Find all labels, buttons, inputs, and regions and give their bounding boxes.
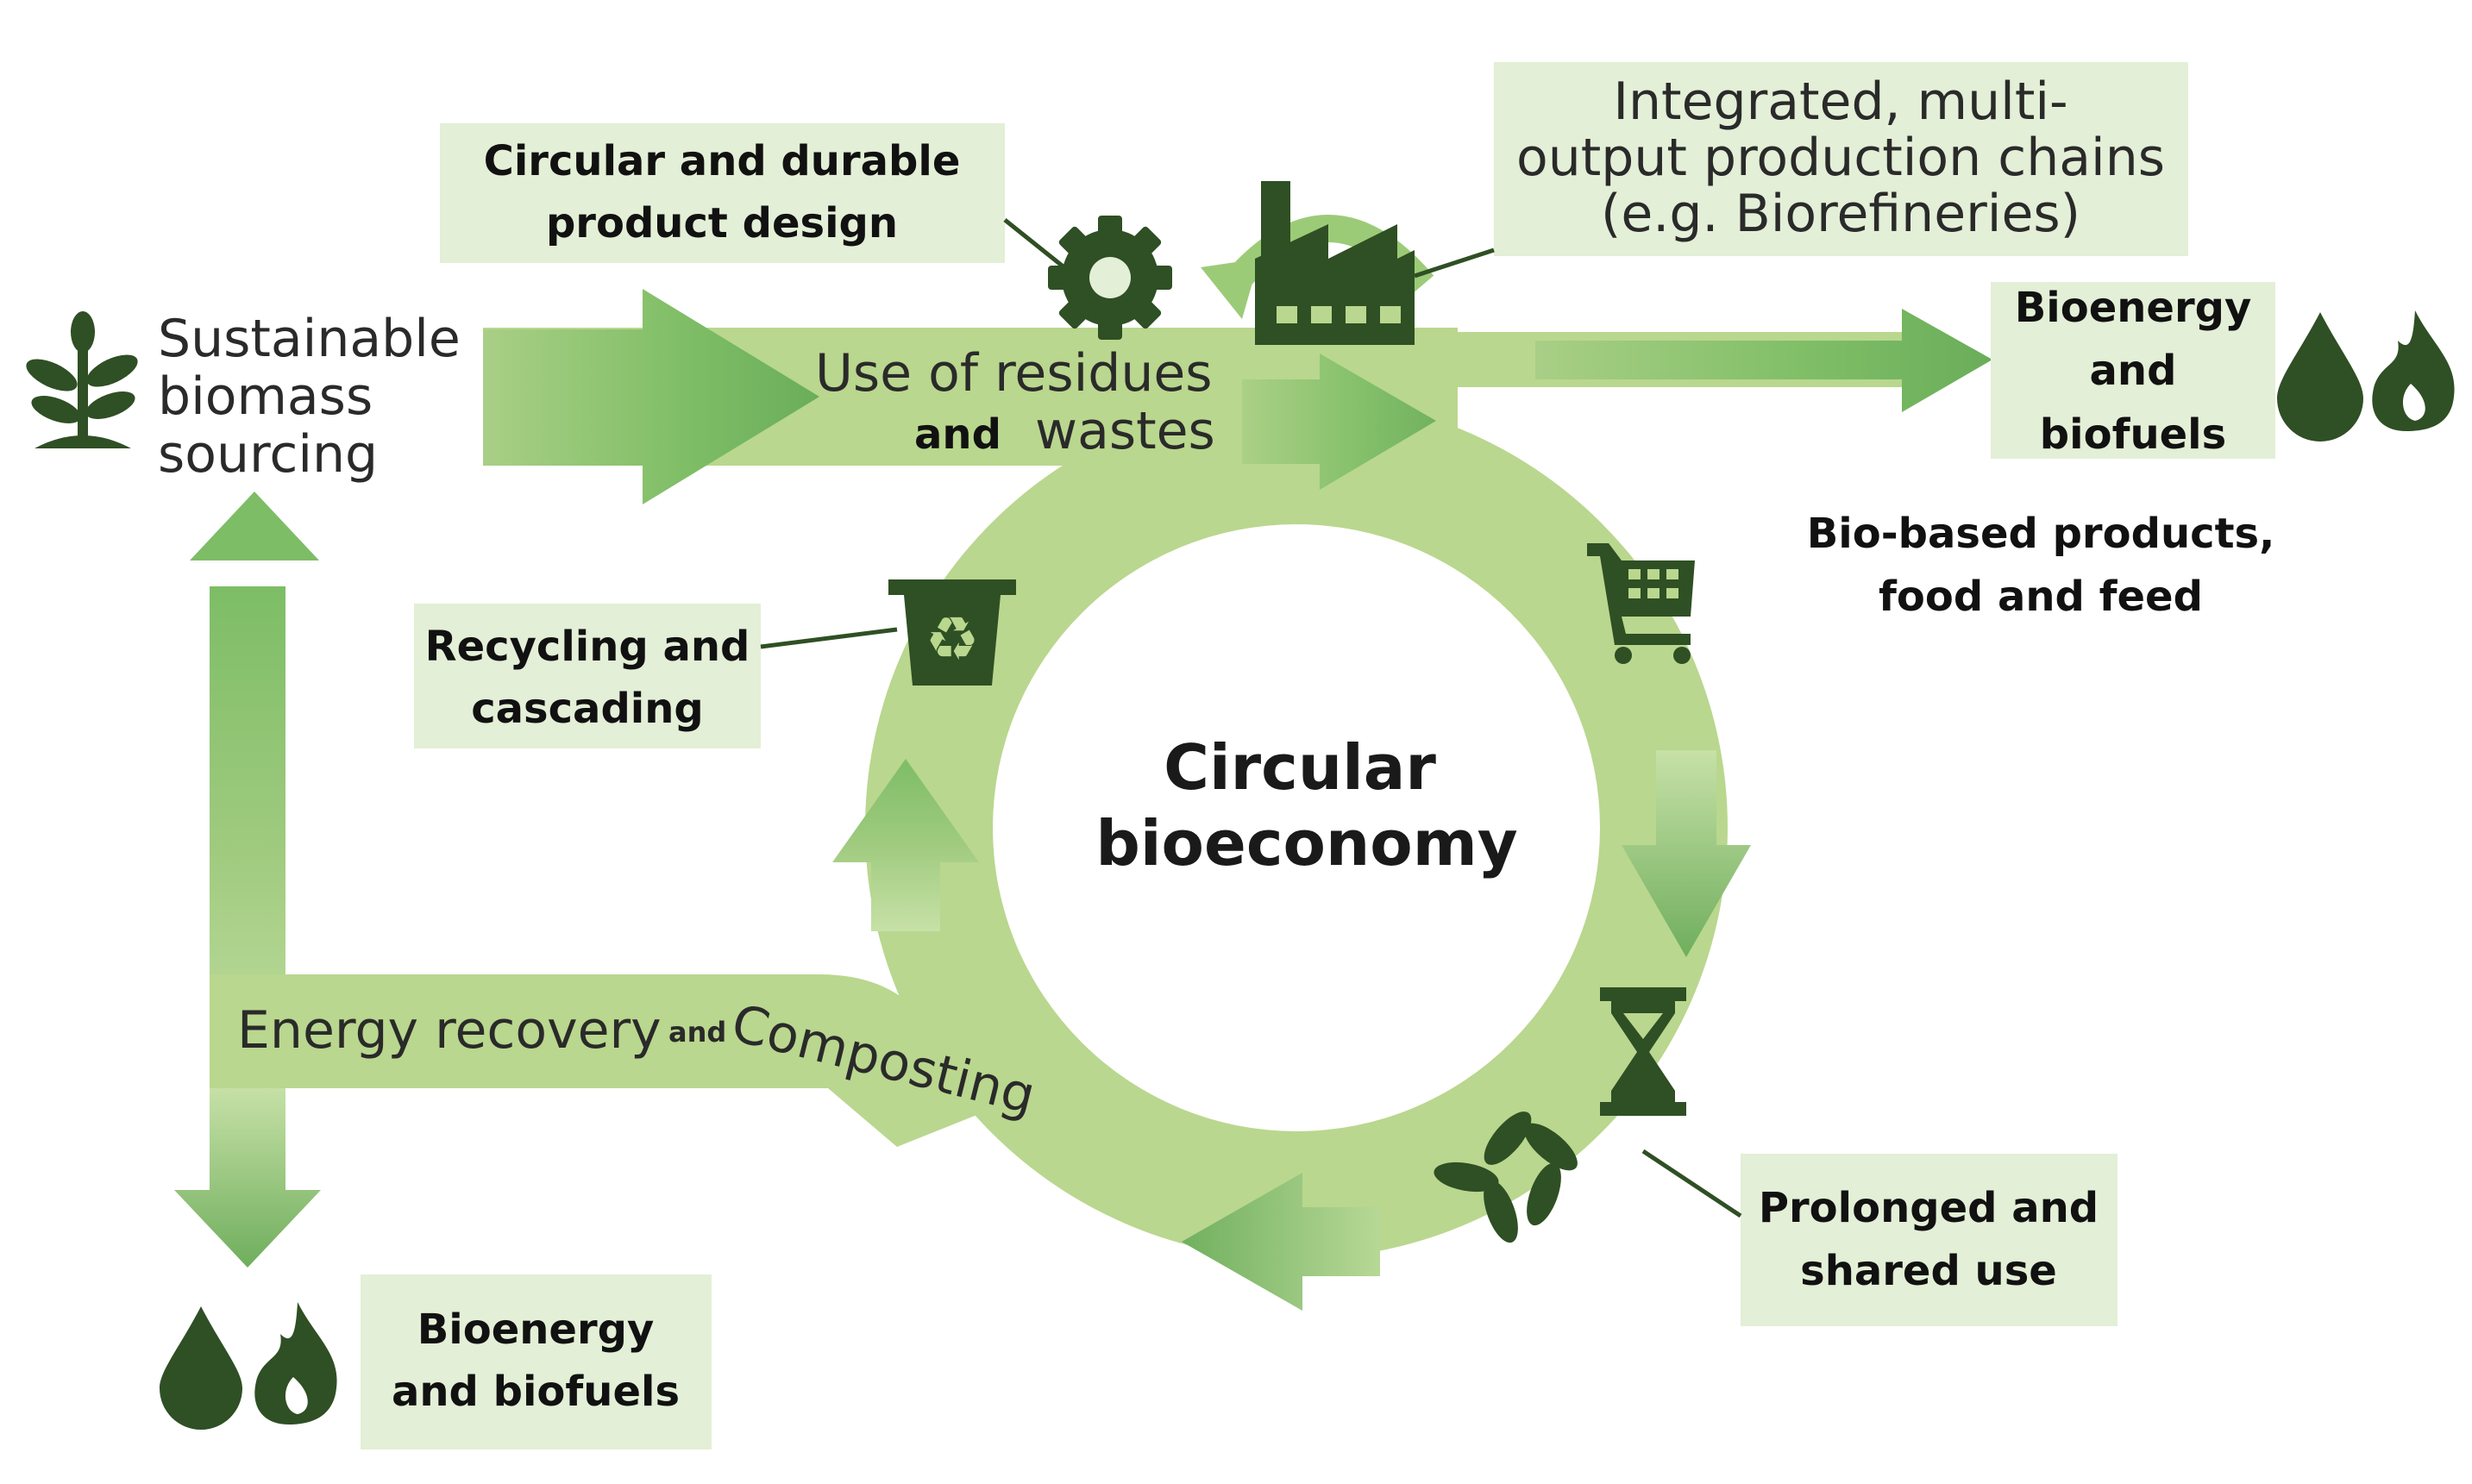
- sourcing-label-line1: Sustainable: [158, 309, 461, 369]
- sourcing-arrow: [483, 289, 819, 504]
- production-label-line1: Integrated, multi-: [1613, 72, 2067, 132]
- design-box: [440, 123, 1005, 263]
- recycling-label-line1: Recycling and: [425, 623, 750, 671]
- sourcing-up-arrow: [190, 492, 319, 560]
- flame-icon: [2372, 310, 2455, 431]
- bioenergy-down-arrow: [174, 1086, 321, 1268]
- energy-recovery-band: [210, 974, 983, 1147]
- prolonged-label-line1: Prolonged and: [1759, 1184, 2099, 1232]
- biobased-label-line1: Bio-based products,: [1807, 510, 2275, 558]
- design-label-line1: Circular and durable: [484, 137, 961, 185]
- bioenergy-bottom-line2: and biofuels: [392, 1368, 680, 1416]
- ring-up-arrow: [832, 759, 979, 931]
- residues-label-and: and: [914, 410, 1001, 459]
- water-drop-icon: [2277, 312, 2363, 441]
- residues-label-line1: Use of residues: [815, 343, 1213, 404]
- prolonged-connector: [1641, 1149, 1742, 1218]
- sourcing-label-line3: sourcing: [158, 424, 378, 485]
- gear-icon: [1048, 216, 1172, 340]
- design-connector: [1003, 218, 1071, 273]
- bioenergy-top-line1: Bioenergy: [2015, 284, 2252, 332]
- bioenergy-bottom-line1: Bioenergy: [417, 1306, 655, 1354]
- factory-icon: [1255, 181, 1415, 345]
- production-label-line2: output production chains: [1516, 128, 2165, 188]
- bioenergy-bottom-box: [361, 1274, 712, 1450]
- production-connector: [1414, 247, 1495, 279]
- biobased-label-line2: food and feed: [1879, 573, 2203, 621]
- bioenergy-top-line3: biofuels: [2040, 410, 2226, 459]
- bioenergy-top-box: [1991, 282, 2275, 459]
- design-label-line2: product design: [546, 199, 898, 247]
- bioenergy-output-arrow: [1535, 309, 1992, 412]
- residues-label-wastes: wastes: [1035, 401, 1215, 461]
- shopping-cart-icon: [1587, 543, 1695, 664]
- seedling-icon: [26, 311, 138, 448]
- prolonged-box: [1741, 1154, 2118, 1326]
- ring-inner: [993, 524, 1600, 1131]
- hands-icon: [1434, 1111, 1578, 1243]
- svg-text:♻: ♻: [925, 604, 980, 674]
- residues-arrow: [1242, 354, 1436, 490]
- sourcing-label-line2: biomass: [158, 366, 373, 427]
- factory-loop-arrowhead: [1201, 259, 1259, 319]
- ring-down-arrow: [1622, 750, 1751, 957]
- recycling-label-line2: cascading: [471, 685, 704, 733]
- center-title-line1: Circular: [1164, 731, 1436, 804]
- production-label-line3: (e.g. Biorefineries): [1601, 184, 2080, 244]
- energy-recovery-and: and: [668, 1016, 726, 1049]
- production-box: [1494, 62, 2188, 256]
- hourglass-icon: [1600, 987, 1686, 1116]
- bioenergy-top-line2: and: [2090, 347, 2177, 395]
- water-drop-icon: [160, 1306, 242, 1430]
- recycle-bin-icon: ♻: [888, 579, 1016, 686]
- recycling-box: [414, 604, 761, 748]
- center-title-line2: bioeconomy: [1095, 807, 1517, 880]
- energy-recovery-label: Energy recovery: [237, 1000, 662, 1061]
- prolonged-label-line2: shared use: [1800, 1247, 2057, 1295]
- ring-left-arrow: [1182, 1173, 1380, 1311]
- recycling-connector: [760, 627, 898, 649]
- flame-icon: [254, 1302, 337, 1425]
